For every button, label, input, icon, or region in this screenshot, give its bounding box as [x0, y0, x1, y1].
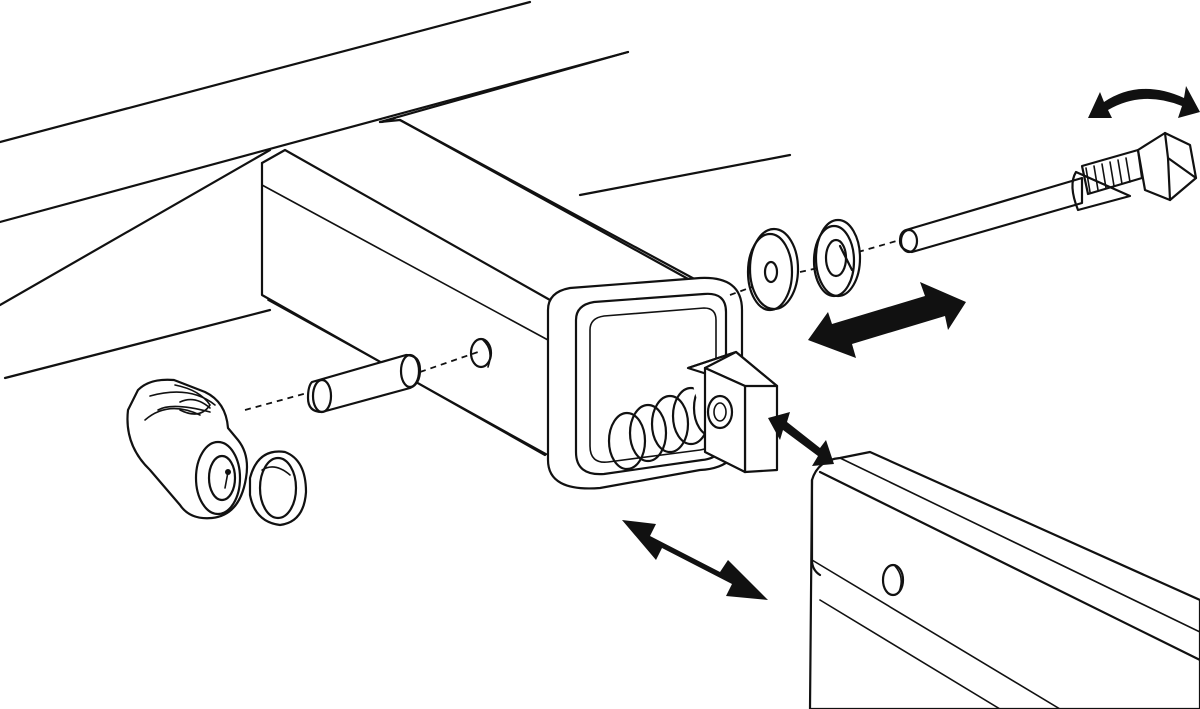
flat-washer	[746, 227, 800, 312]
lock-washer	[812, 218, 862, 298]
double-arrow-icon	[808, 282, 966, 358]
rotate-arrow-icon	[1088, 86, 1200, 118]
double-arrow-icon	[622, 520, 768, 600]
bolt	[898, 131, 1198, 254]
threaded-block	[686, 350, 779, 474]
pin-hole	[469, 337, 493, 369]
lock	[126, 378, 308, 527]
vehicle-frame	[0, 0, 792, 380]
hitch-receiver-tube	[260, 118, 744, 490]
hitch-pin	[306, 353, 422, 414]
insert-tube	[808, 450, 1200, 709]
double-arrow-icon	[768, 412, 834, 466]
